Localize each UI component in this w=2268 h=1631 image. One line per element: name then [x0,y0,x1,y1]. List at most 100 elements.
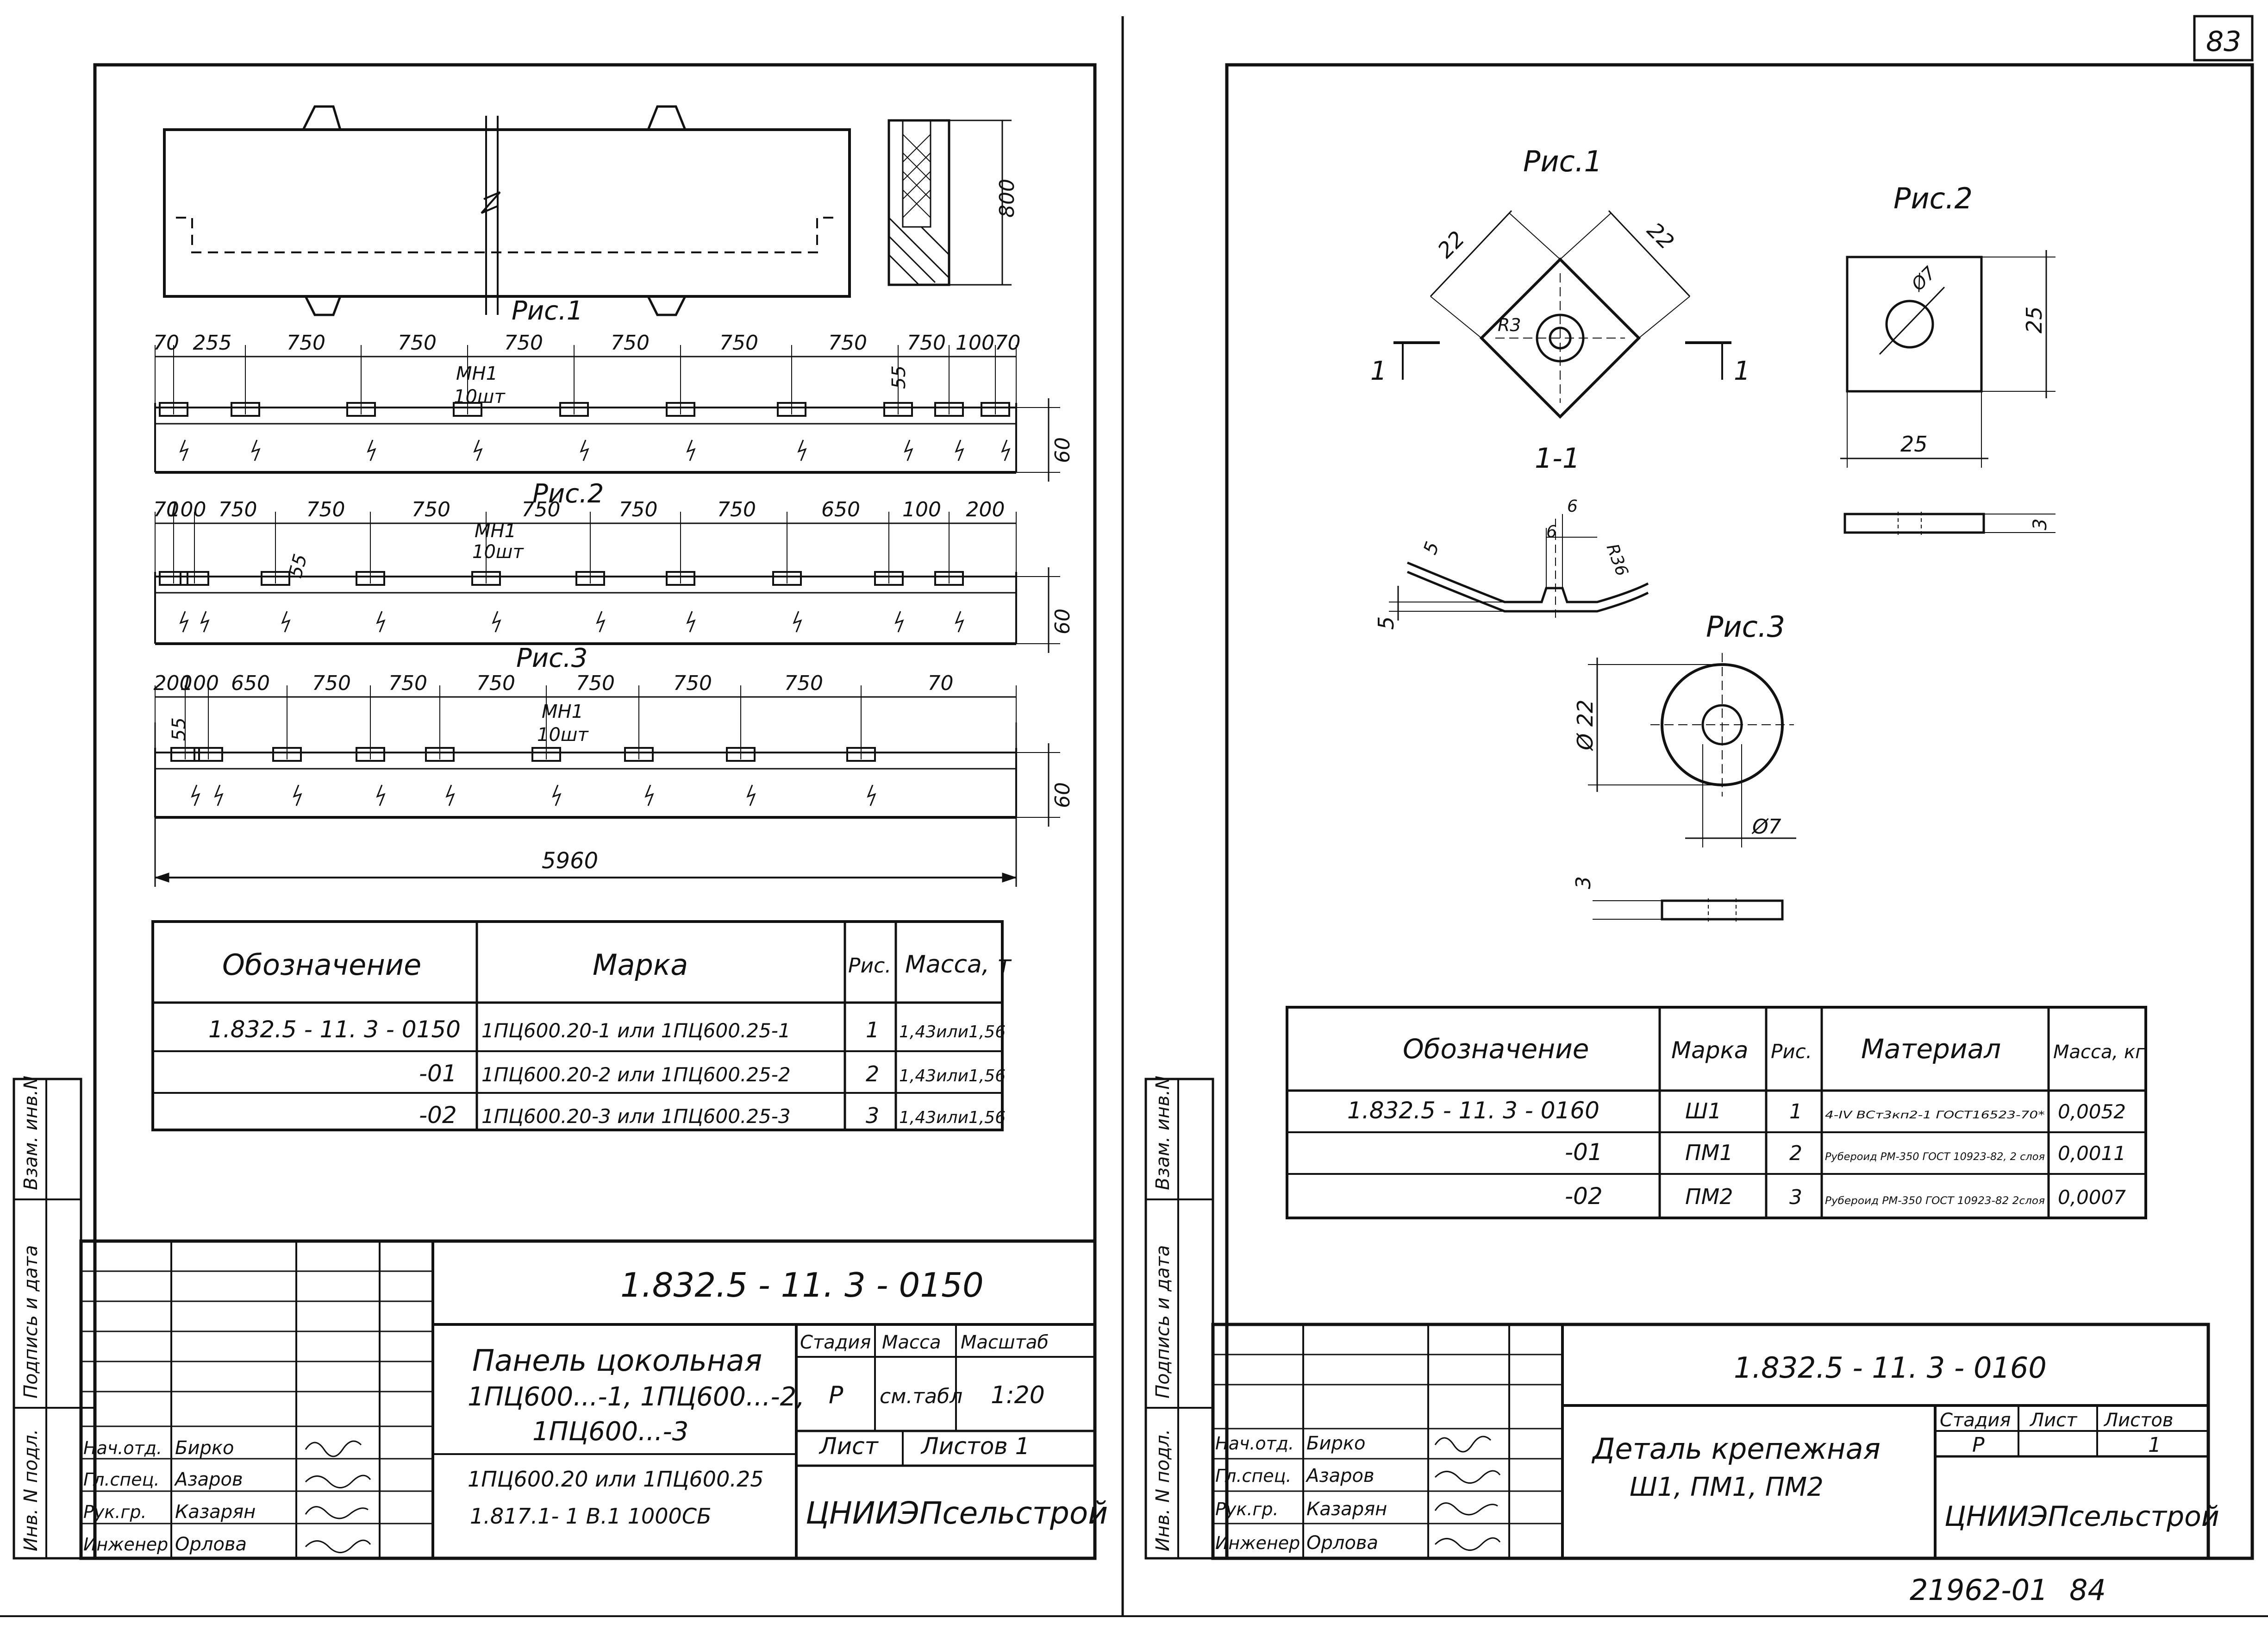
segment-dim-label: 70 [995,331,1021,355]
left-stamp-title-2: 1ПЦ600...-1, 1ПЦ600...-2, [468,1382,805,1412]
right-fig1-radius: R3 [1498,315,1521,335]
embedded-plate [777,402,806,417]
right-fig2-thickness: 3 [2030,519,2051,530]
anchor-mark [552,784,562,806]
left-stamp-sheet-label: Лист [818,1433,879,1460]
right-table-mark: ПМ1 [1685,1140,1733,1165]
left-stamp-title-1: Панель цокольная [472,1344,762,1378]
overall-length-dim: 5960 [542,848,598,874]
right-table-material: 4-IV ВСт3кп2-1 ГОСТ16523-70* [1825,1110,2045,1121]
small-dim-label: 55 [169,717,190,741]
fig1-height-dim: 800 [995,179,1019,218]
segment-dim-label: 750 [828,331,867,355]
embedded-plate [261,571,290,586]
right-table-mass: 0,0011 [2058,1142,2126,1165]
left-table-mass: 1,43или1,56 [899,1108,1006,1127]
footer-archive-number: 21962-01 [1910,1573,2048,1607]
segment-dim-label: 200 [154,671,193,695]
segment-dim-label: 255 [193,331,232,355]
right-table-mass: 0,0052 [2058,1100,2126,1123]
embedded-plate [356,747,385,762]
right-table-fig: 3 [1789,1186,1802,1209]
embedded-plate [272,747,302,762]
right-section-dim-2: 6 [1546,522,1557,541]
left-table-header-mass: Масса, т [905,951,1012,979]
right-fig2-dim-width: 25 [1900,432,1928,457]
anchor-mark [367,439,376,461]
left-table-fig: 2 [866,1061,879,1086]
anchor-mark [214,784,224,806]
right-section-label: 1-1 [1535,442,1580,475]
right-side-label-3: Взам. инв.N [1152,1076,1174,1190]
segment-dim-label: 750 [388,671,427,695]
left-table-header-mark: Марка [593,948,688,982]
segment-dim-label: 750 [522,498,561,521]
anchor-mark [179,439,189,461]
right-stamp-stage-header: Стадия [1940,1410,2011,1431]
left-table-fig: 3 [866,1103,879,1128]
right-fig1-dim-a: 22 [1433,226,1470,263]
anchor-mark [746,784,756,806]
left-table-mass: 1,43или1,56 [899,1066,1006,1085]
left-table-mark: 1ПЦ600.20-1 или 1ПЦ600.25-1 [481,1019,791,1042]
left-signatures [305,1440,371,1553]
right-stamp-stage: Р [1972,1433,1985,1457]
depth-dim-label: 60 [1051,437,1075,463]
right-fig3-diameter: Ø 22 [1573,700,1598,751]
left-stamp-role-3: Рук.гр. [83,1502,147,1522]
segment-dim-label: 750 [476,671,515,695]
left-stamp-title-3: 1ПЦ600...-3 [532,1417,688,1447]
anchor-mark [251,439,261,461]
left-table-header-fig: Рис. [848,954,891,978]
right-stamp-sheet-header: Лист [2029,1410,2078,1431]
segment-dim-label: 750 [673,671,712,695]
right-section-mark-left: 1 [1370,356,1387,386]
right-fig3-thickness: 3 [1572,876,1595,889]
anchor-mark [445,784,455,806]
left-side-label-3: Взам. инв.N [20,1076,42,1190]
embedded-plate [425,747,455,762]
embedded-plate [159,402,188,417]
segment-dim-label: 200 [966,498,1005,521]
embedded-plate [194,747,223,762]
segment-dim-label: 100 [902,498,941,521]
right-fig3-hole: Ø7 [1751,815,1781,839]
right-section-dim-1: 6 [1567,497,1578,516]
mesh-label-3: МН1 [542,701,583,722]
anchor-mark [376,784,386,806]
right-stamp-code: 1.832.5 - 11. 3 - 0160 [1734,1351,2047,1385]
anchor-mark [644,784,654,806]
embedded-plate [159,571,188,586]
right-table-designation: -02 [1565,1183,1603,1210]
right-stamp-title-1: Деталь крепежная [1591,1432,1881,1466]
right-table-header-mass: Масса, кг [2053,1041,2145,1063]
left-stamp-ref-1: 1ПЦ600.20 или 1ПЦ600.25 [468,1467,764,1492]
mesh-count-3: 10шт [537,724,589,746]
mesh-count-2: 10шт [472,541,525,563]
anchor-mark [596,611,606,633]
anchor-mark [179,611,189,633]
right-stamp-role-2: Гл.спец. [1215,1466,1292,1486]
anchor-mark [894,611,904,633]
page-number: 83 [2206,25,2241,58]
left-stamp-role-4: Инженер [83,1534,168,1555]
left-stamp-scale: 1:20 [991,1381,1045,1409]
footer-page: 84 [2069,1573,2106,1607]
left-side-label-1: Инв. N подл. [20,1429,42,1551]
embedded-plate [981,402,1010,417]
small-dim-label: 55 [888,365,910,389]
right-table-designation: -01 [1565,1139,1603,1166]
right-table-material: Рубероид РМ-350 ГОСТ 10923-82 2слоя [1825,1195,2045,1207]
right-section-dim-5: 5 [1374,616,1399,630]
segment-dim-label: 750 [312,671,351,695]
embedded-plate [934,571,964,586]
right-table-material: Рубероид РМ-350 ГОСТ 10923-82, 2 слоя [1825,1151,2045,1163]
embedded-plate [180,571,209,586]
right-fig3-label: Рис.3 [1706,610,1785,644]
left-table-mass: 1,43или1,56 [899,1023,1006,1041]
anchor-mark [473,439,483,461]
left-stamp-code: 1.832.5 - 11. 3 - 0150 [620,1266,984,1305]
anchor-mark [686,439,696,461]
left-table-designation: 1.832.5 - 11. 3 - 0150 [208,1016,461,1043]
anchor-mark [686,611,696,633]
